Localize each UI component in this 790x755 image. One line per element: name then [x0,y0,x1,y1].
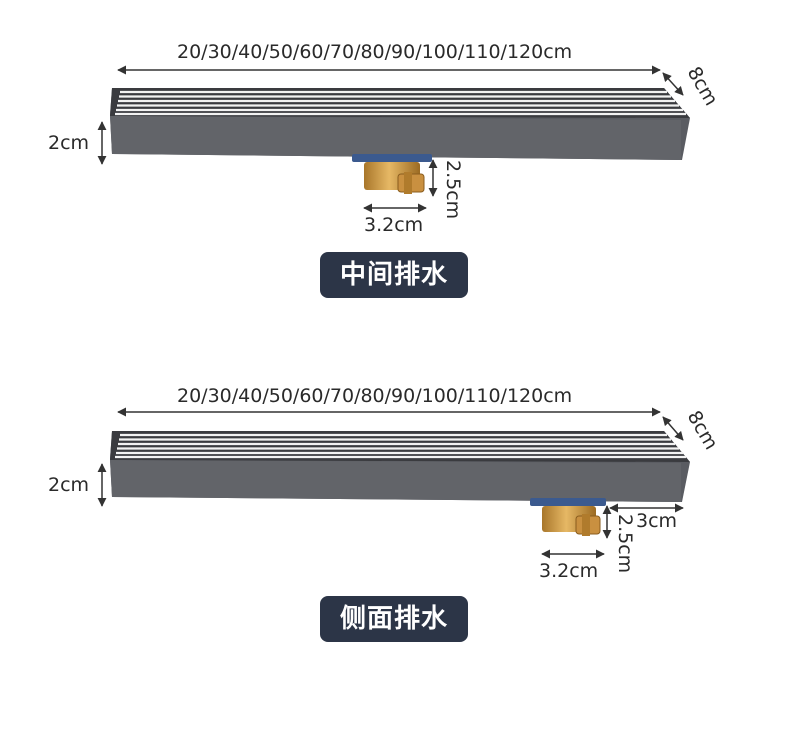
center-drain-front [110,116,681,160]
side-drain [97,407,690,559]
center-drain-caption: 中间排水 [320,252,468,298]
side-length-label: 20/30/40/50/60/70/80/90/100/110/120cm [177,385,573,407]
side-outlet-offset-label: 3cm [636,510,678,532]
side-width-arrow [662,416,684,441]
center-length-label: 20/30/40/50/60/70/80/90/100/110/120cm [177,41,573,63]
center-outlet [352,154,432,194]
center-height-label: 2cm [48,132,90,154]
side-outlet [530,498,606,536]
center-width-arrow [662,72,684,96]
side-outlet-diameter-label: 3.2cm [539,560,599,582]
center-outlet-height-label: 2.5cm [442,160,464,220]
side-drain-front [110,460,681,502]
side-height-label: 2cm [48,474,90,496]
center-outlet-diameter-label: 3.2cm [364,214,424,236]
center-drain [97,65,690,213]
side-drain-caption: 侧面排水 [320,596,468,642]
side-grate-slots [115,433,686,459]
center-grate-slots [115,90,686,116]
side-outlet-height-label: 2.5cm [614,514,636,574]
